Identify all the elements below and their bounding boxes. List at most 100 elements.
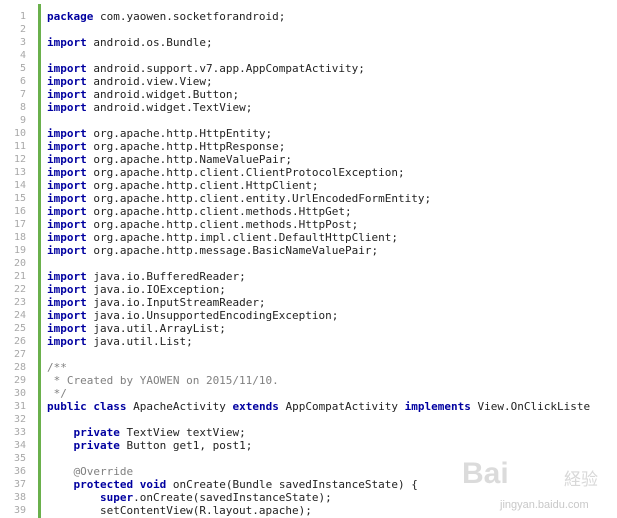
line-number: 16 [13,206,26,217]
code-token: android.widget.TextView; [86,101,253,114]
code-keyword: protected [73,478,134,491]
code-keyword: package [47,10,94,23]
code-keyword: void [139,478,167,491]
code-token: org.apache.http.NameValuePair; [86,153,293,166]
line-number: 28 [13,362,26,373]
code-token: org.apache.http.HttpResponse; [86,140,286,153]
code-keyword: private [73,426,120,439]
code-token [47,426,74,439]
code-text: super.onCreate(savedInstanceState); [47,491,332,504]
code-token: java.io.IOException; [86,283,226,296]
code-keyword: import [47,296,87,309]
code-token: java.io.InputStreamReader; [86,296,266,309]
code-token: AppCompatActivity [278,400,405,413]
line-number: 39 [13,505,26,516]
code-keyword: import [47,270,87,283]
code-token: .onCreate(savedInstanceState); [133,491,332,504]
code-token: org.apache.http.client.ClientProtocolExc… [86,166,405,179]
line-number: 23 [13,297,26,308]
line-number: 27 [13,349,26,360]
code-keyword: import [47,205,87,218]
code-text: import org.apache.http.impl.client.Defau… [47,231,398,244]
code-token: org.apache.http.client.entity.UrlEncoded… [86,192,432,205]
code-token: ApacheActivity [126,400,233,413]
code-text: import org.apache.http.client.HttpClient… [47,179,319,192]
line-number: 3 [19,37,26,48]
code-keyword: import [47,309,87,322]
line-number: 34 [13,440,26,451]
code-token: java.io.UnsupportedEncodingException; [86,309,339,322]
code-token: java.util.List; [86,335,193,348]
code-text: */ [47,387,67,400]
code-comment: */ [47,387,67,400]
code-text: import org.apache.http.message.BasicName… [47,244,378,257]
code-keyword: import [47,36,87,49]
code-text: setContentView(R.layout.apache); [47,504,312,517]
line-number: 4 [19,50,26,61]
line-number: 11 [13,141,26,152]
code-keyword: import [47,283,87,296]
code-token [47,478,74,491]
code-keyword: import [47,140,87,153]
line-number: 18 [13,232,26,243]
code-token: TextView textView; [119,426,246,439]
code-keyword: import [47,335,87,348]
code-text: import org.apache.http.client.entity.Url… [47,192,431,205]
line-number: 13 [13,167,26,178]
line-number: 9 [19,115,26,126]
code-comment: * Created by YAOWEN on 2015/11/10. [47,374,279,387]
line-number: 32 [13,414,26,425]
code-token: android.support.v7.app.AppCompatActivity… [86,62,365,75]
line-number: 17 [13,219,26,230]
code-text: @Override [47,465,133,478]
code-text: import org.apache.http.NameValuePair; [47,153,292,166]
code-keyword: import [47,88,87,101]
code-token: java.util.ArrayList; [86,322,226,335]
line-number: 10 [13,128,26,139]
code-text: import android.view.View; [47,75,213,88]
code-keyword: import [47,127,87,140]
code-text: import java.util.List; [47,335,193,348]
line-number: 38 [13,492,26,503]
code-keyword: import [47,244,87,257]
code-text: import java.io.IOException; [47,283,226,296]
code-token: org.apache.http.impl.client.DefaultHttpC… [86,231,399,244]
code-keyword: private [73,439,120,452]
code-text: import org.apache.http.HttpResponse; [47,140,285,153]
code-text: import org.apache.http.client.methods.Ht… [47,218,358,231]
code-keyword: class [93,400,127,413]
code-text: import android.widget.Button; [47,88,239,101]
code-text: /** [47,361,67,374]
code-token [47,439,74,452]
line-number: 24 [13,310,26,321]
code-keyword: import [47,101,87,114]
code-text: import java.util.ArrayList; [47,322,226,335]
code-text: import org.apache.http.client.ClientProt… [47,166,405,179]
line-number: 37 [13,479,26,490]
line-number: 14 [13,180,26,191]
line-number: 31 [13,401,26,412]
line-number: 8 [19,102,26,113]
line-number: 5 [19,63,26,74]
code-text: import java.io.BufferedReader; [47,270,246,283]
line-number: 2 [19,24,26,35]
code-text: import android.os.Bundle; [47,36,213,49]
code-text: import org.apache.http.client.methods.Ht… [47,205,352,218]
code-keyword: import [47,218,87,231]
code-token [133,478,140,491]
code-token: android.os.Bundle; [86,36,213,49]
line-number: 33 [13,427,26,438]
line-number: 19 [13,245,26,256]
line-number: 35 [13,453,26,464]
gutter-change-bar [38,4,41,518]
code-text: import android.support.v7.app.AppCompatA… [47,62,365,75]
code-keyword: super [99,491,134,504]
code-comment: @Override [47,465,134,478]
line-number: 12 [13,154,26,165]
line-number: 25 [13,323,26,334]
line-number: 20 [13,258,26,269]
code-token: android.widget.Button; [86,88,240,101]
code-text: private Button get1, post1; [47,439,253,452]
code-text: protected void onCreate(Bundle savedInst… [47,478,418,491]
